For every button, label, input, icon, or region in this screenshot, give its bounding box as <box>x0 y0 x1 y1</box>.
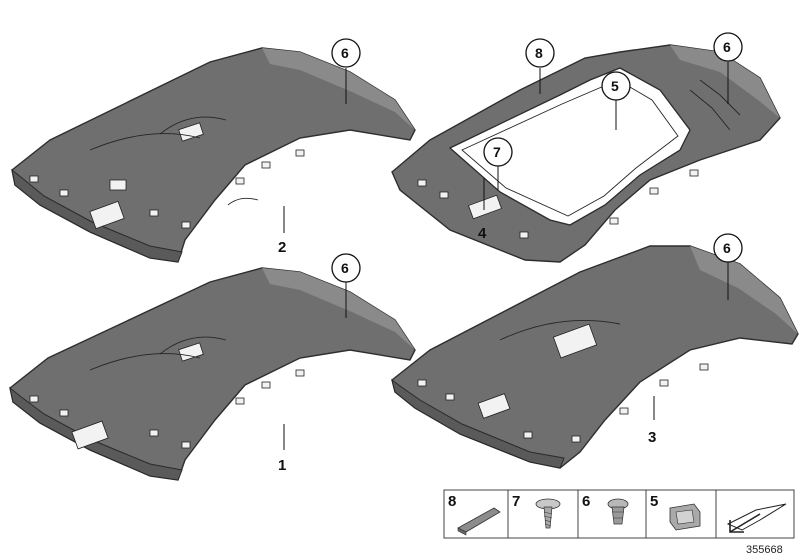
part-label-3: 3 <box>648 396 656 446</box>
legend-num-7: 7 <box>512 493 520 510</box>
callout-8: 8 <box>525 38 555 94</box>
callout-6-top-right: 6 <box>713 32 743 104</box>
svg-text:3: 3 <box>648 429 656 446</box>
svg-text:5: 5 <box>611 78 619 94</box>
screw-icon <box>535 498 561 529</box>
svg-text:6: 6 <box>341 45 349 61</box>
legend-cell-7 <box>507 489 579 539</box>
headliner-2 <box>11 47 416 263</box>
legend-strip: 8 7 6 5 <box>443 489 795 539</box>
svg-text:8: 8 <box>535 45 543 61</box>
legend-cell-6 <box>577 489 647 539</box>
part-label-2: 2 <box>278 206 286 256</box>
arrow-direction-icon <box>726 503 787 533</box>
svg-text:1: 1 <box>278 457 286 474</box>
part-label-4: 4 <box>478 178 487 242</box>
document-number: 355668 <box>746 544 783 556</box>
headliner-1 <box>9 267 416 481</box>
callout-6-bottom-right: 6 <box>713 233 743 300</box>
svg-text:6: 6 <box>341 260 349 276</box>
retainer-clip-icon <box>669 503 701 531</box>
callout-6-top-left: 6 <box>331 38 361 104</box>
svg-text:7: 7 <box>493 144 501 160</box>
legend-num-5: 5 <box>650 493 658 510</box>
push-clip-icon <box>607 498 629 525</box>
legend-num-8: 8 <box>448 493 456 510</box>
headliner-3 <box>391 245 799 469</box>
svg-text:2: 2 <box>278 239 286 256</box>
part-label-1: 1 <box>278 424 286 474</box>
callout-7: 7 <box>483 137 513 190</box>
callout-6-bottom-left: 6 <box>331 253 361 318</box>
trim-strip-icon <box>457 507 501 536</box>
svg-text:6: 6 <box>723 240 731 256</box>
callout-5: 5 <box>601 71 631 130</box>
svg-text:4: 4 <box>478 225 487 242</box>
svg-text:6: 6 <box>723 39 731 55</box>
headliner-4 <box>391 44 781 263</box>
legend-num-6: 6 <box>582 493 590 510</box>
